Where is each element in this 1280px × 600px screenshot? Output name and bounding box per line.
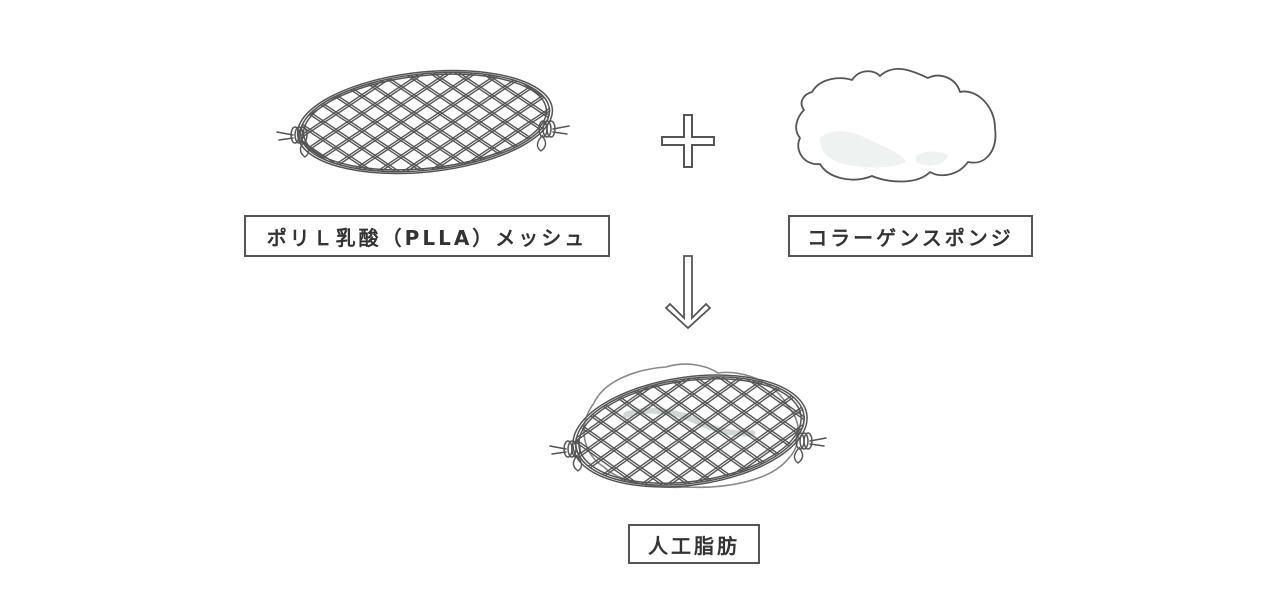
arrow-down-icon xyxy=(664,255,712,330)
plla-mesh-label: ポリＬ乳酸（PLLA）メッシュ xyxy=(244,215,610,257)
plus-icon xyxy=(661,114,715,168)
collagen-sponge-illustration xyxy=(795,68,997,183)
artificial-fat-label: 人工脂肪 xyxy=(628,524,760,564)
artificial-fat-illustration xyxy=(549,363,827,496)
plla-mesh-illustration xyxy=(276,61,570,183)
collagen-sponge-label: コラーゲンスポンジ xyxy=(788,215,1033,257)
